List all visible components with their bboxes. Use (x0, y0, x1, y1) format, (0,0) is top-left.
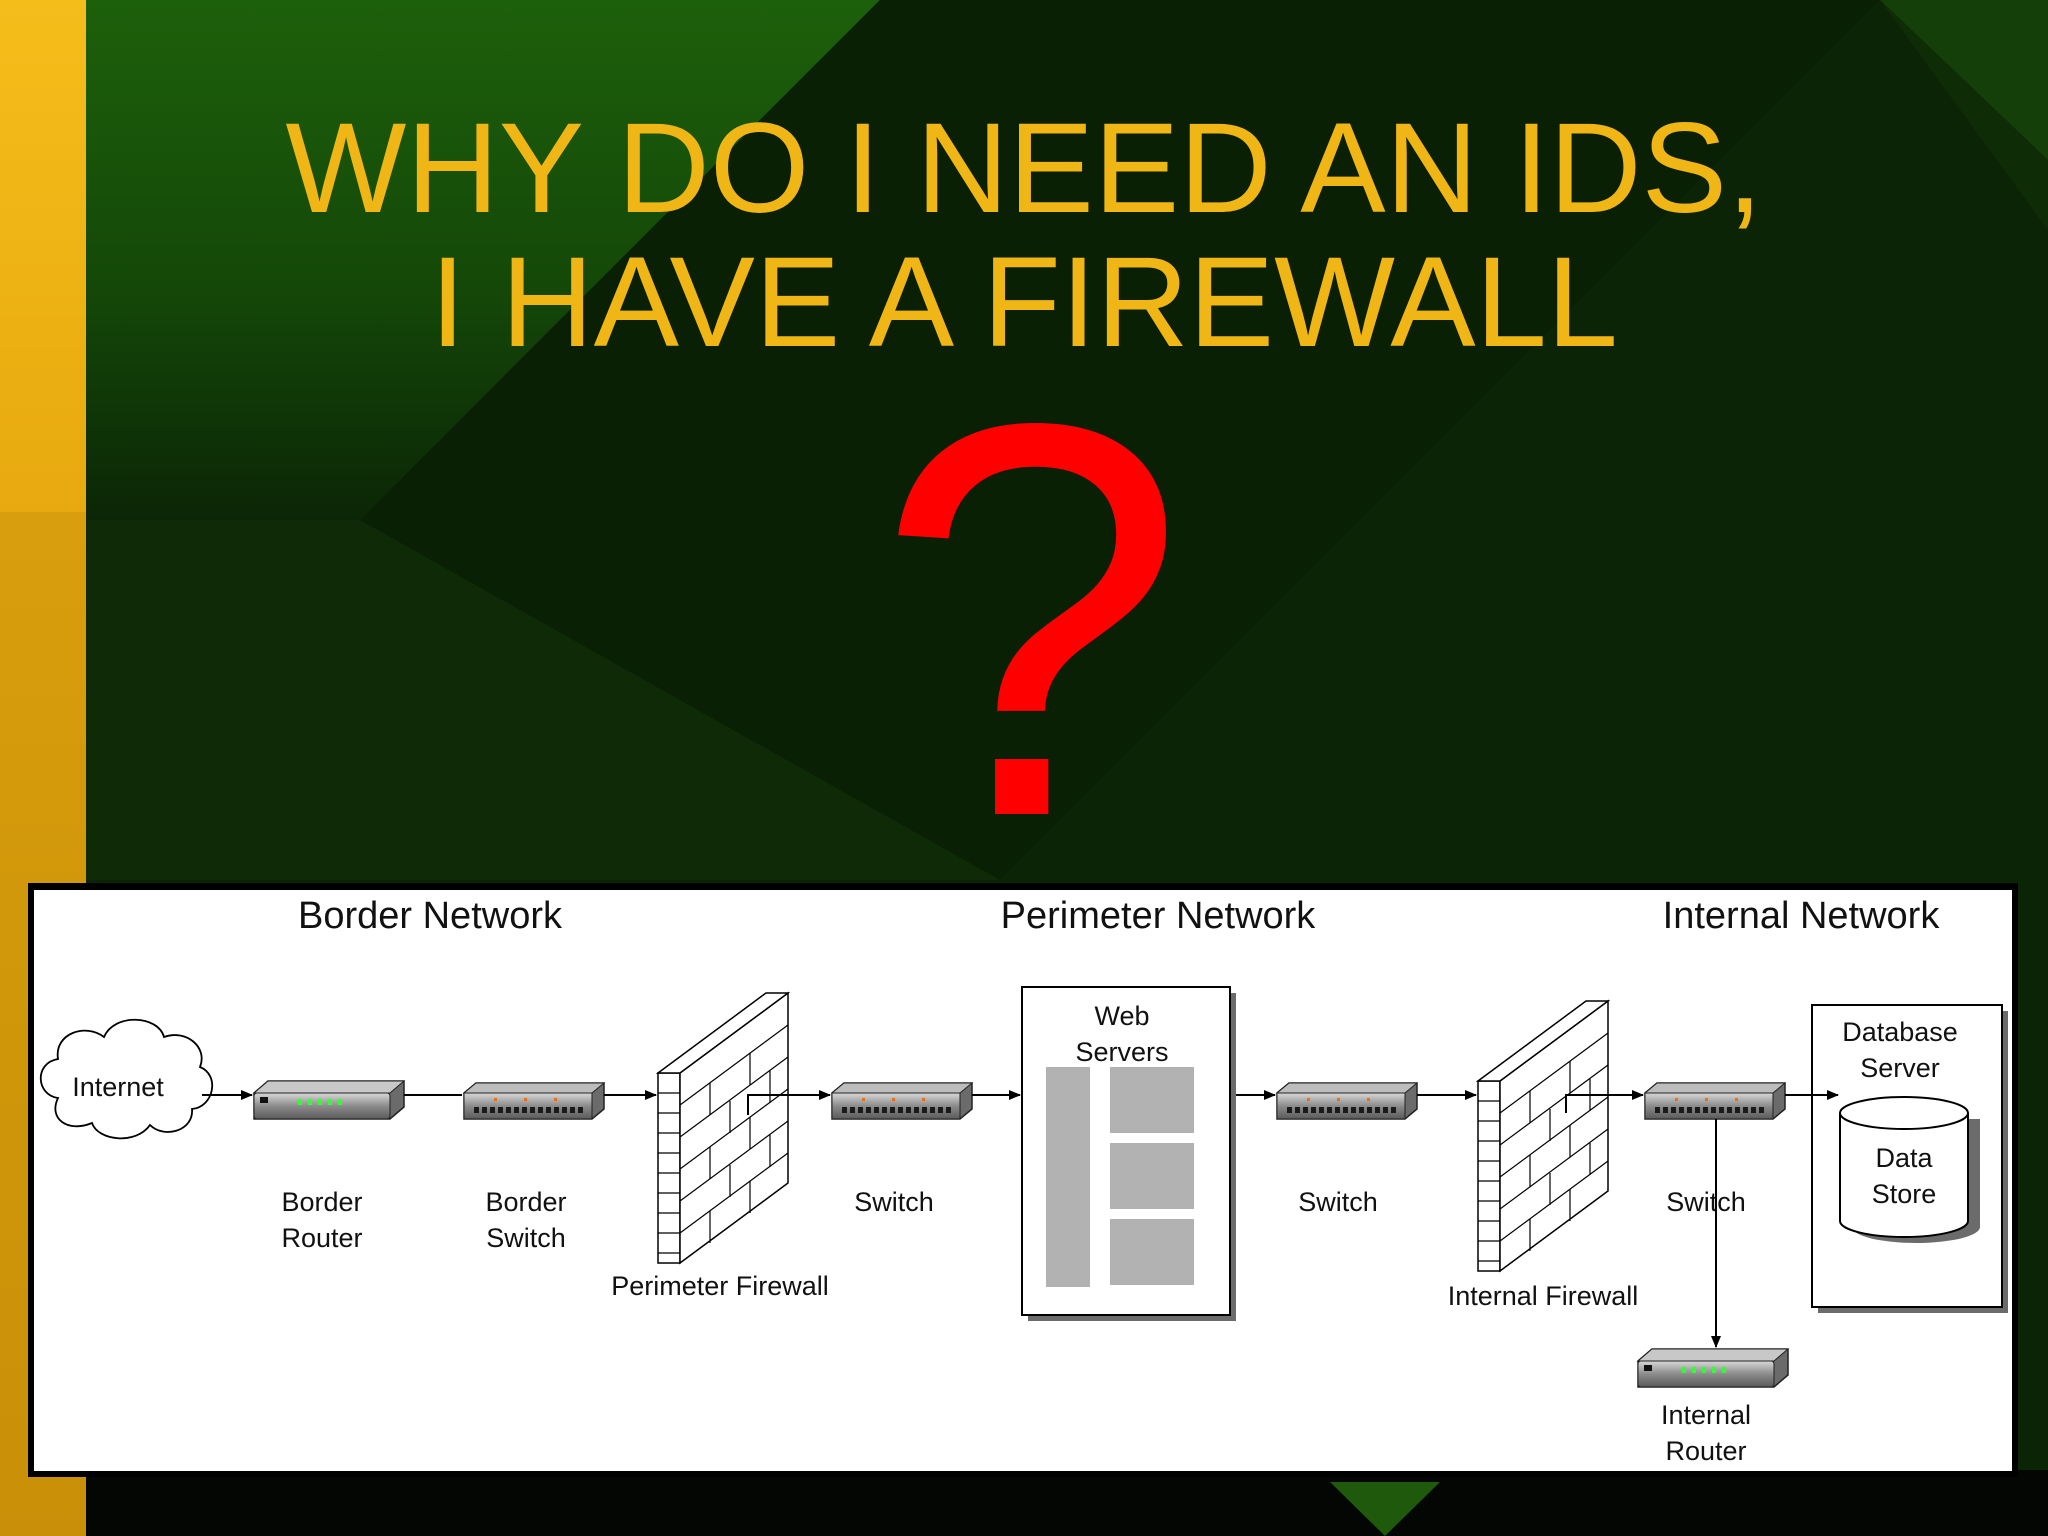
database-server-label-1: Database (1842, 1017, 1958, 1047)
internal-router-icon (1637, 1348, 1789, 1388)
sidebar-gold-upper (0, 0, 86, 512)
border-router-icon (253, 1080, 405, 1120)
zone-label-perimeter: Perimeter Network (1001, 895, 1317, 937)
perimeter-switch-label: Switch (854, 1187, 934, 1217)
border-router-label-1: Border (281, 1187, 362, 1217)
question-mark: ? (875, 307, 1187, 933)
connectors (202, 1090, 1839, 1348)
background-shape (86, 0, 880, 520)
web-servers-label-2: Servers (1075, 1037, 1168, 1067)
internal-router-label-2: Router (1665, 1436, 1746, 1466)
title-line-2: I HAVE A FIREWALL (430, 231, 1618, 374)
connector-firewall-switch (747, 1090, 831, 1115)
database-server-label-2: Server (1860, 1053, 1940, 1083)
web-servers-icon (1021, 986, 1236, 1321)
internal-switch-1-label: Switch (1298, 1187, 1378, 1217)
border-switch-icon (463, 1082, 605, 1120)
connector-firewall-switch-internal (1565, 1090, 1644, 1113)
perimeter-firewall-label: Perimeter Firewall (611, 1271, 829, 1301)
network-diagram: Border Network Perimeter Network Interna… (28, 883, 2018, 1477)
data-store-label-2: Store (1872, 1179, 1937, 1209)
border-router-label-2: Router (281, 1223, 362, 1253)
internal-switch-2-icon (1644, 1082, 1786, 1120)
data-store-label-1: Data (1875, 1143, 1933, 1173)
data-store-cylinder-icon (1839, 1096, 1980, 1243)
bottom-triangle (1330, 1482, 1440, 1536)
perimeter-switch-icon (831, 1082, 973, 1120)
zone-label-internal: Internal Network (1663, 895, 1941, 937)
internal-switch-2-label: Switch (1666, 1187, 1746, 1217)
internal-router-label-1: Internal (1661, 1400, 1751, 1430)
web-servers-label-1: Web (1094, 1001, 1149, 1031)
internal-firewall-label: Internal Firewall (1448, 1281, 1639, 1311)
internal-switch-1-icon (1276, 1082, 1418, 1120)
zone-label-border: Border Network (298, 895, 563, 937)
internet-label: Internet (72, 1072, 164, 1102)
border-switch-label-2: Switch (486, 1223, 566, 1253)
slide-title: WHY DO I NEED AN IDS, I HAVE A FIREWALL (0, 102, 2048, 370)
title-line-1: WHY DO I NEED AN IDS, (285, 97, 1763, 240)
internet-cloud-icon (39, 1018, 214, 1140)
border-switch-label-1: Border (485, 1187, 566, 1217)
